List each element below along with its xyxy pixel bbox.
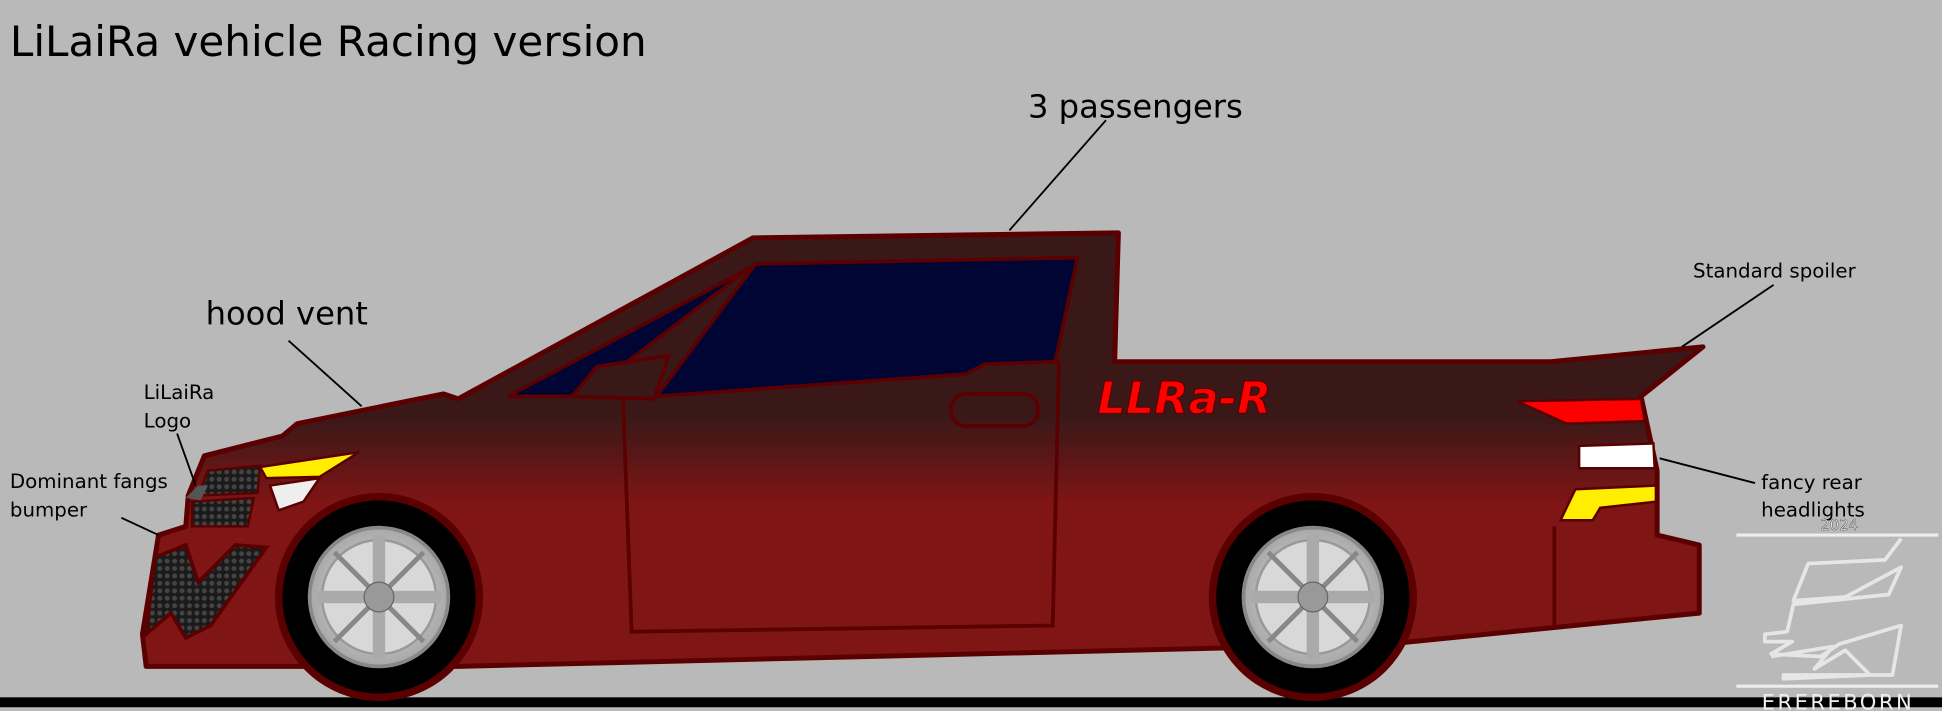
label-hood-vent: hood vent	[206, 295, 368, 333]
side-mirror	[568, 353, 672, 401]
rear-taillight-white	[1577, 442, 1656, 470]
leader-rear-lights	[1659, 457, 1756, 484]
leader-passengers	[1008, 119, 1107, 232]
signature-year: 2024	[1820, 516, 1858, 534]
leader-spoiler	[1681, 284, 1775, 348]
front-grille	[190, 496, 256, 528]
hood-vent-grille	[196, 464, 262, 497]
rear-wheel	[1208, 492, 1417, 702]
page-title: LiLaiRa vehicle Racing version	[10, 17, 647, 66]
label-rear-line1: fancy rear	[1761, 471, 1863, 494]
label-logo-line2: Logo	[144, 409, 191, 432]
front-fog-light	[268, 476, 323, 512]
rear-taillight-red	[1516, 397, 1647, 425]
label-fangs-line2: bumper	[10, 499, 88, 522]
artist-signature-logo: 2024 EREREBORN	[1736, 516, 1939, 711]
windshield	[506, 265, 752, 399]
decal-text: LLRa-R	[1097, 373, 1271, 425]
label-spoiler: Standard spoiler	[1693, 259, 1857, 282]
front-wheel	[274, 492, 484, 702]
leader-logo	[176, 433, 197, 486]
leader-hood-vent	[287, 339, 363, 407]
door-handle	[949, 392, 1040, 428]
lilaira-logo-badge	[185, 485, 209, 501]
label-fangs-line1: Dominant fangs	[10, 470, 168, 493]
label-logo-line1: LiLaiRa	[144, 381, 215, 404]
label-rear-line2: headlights	[1761, 499, 1865, 522]
rear-taillight-yellow	[1558, 484, 1658, 522]
fangs-bumper	[143, 542, 270, 641]
leader-fangs	[120, 516, 159, 536]
label-passengers: 3 passengers	[1028, 88, 1243, 126]
door-outline	[621, 361, 1061, 634]
signature-name: EREREBORN	[1762, 690, 1914, 711]
ground-line	[0, 697, 1942, 708]
side-window	[652, 255, 1080, 399]
